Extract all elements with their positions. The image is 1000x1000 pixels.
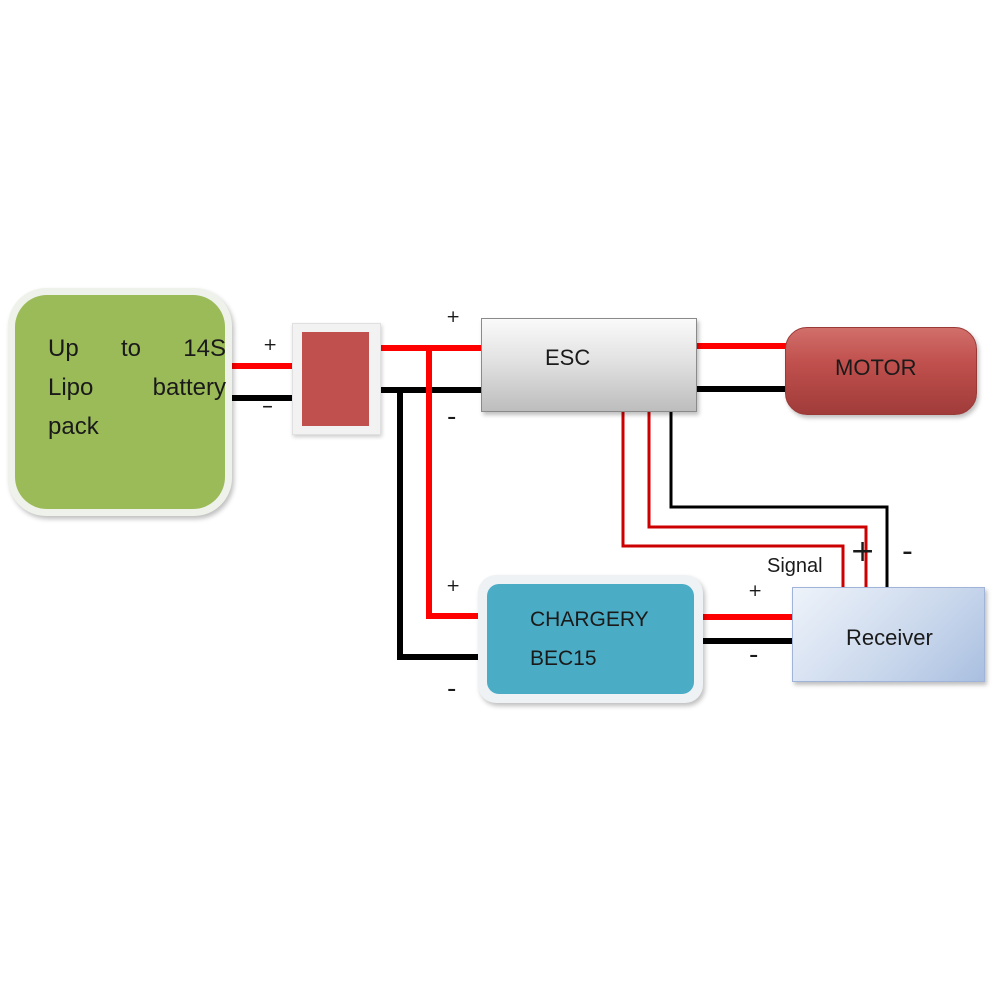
esc-ground-wire <box>669 412 889 590</box>
esc-signal-wire-1 <box>621 412 845 590</box>
signal-plus-label: + <box>850 534 876 569</box>
esc-block <box>481 318 697 412</box>
bec-plus-label: + <box>446 576 461 596</box>
battery-block: Up to 14S Lipo battery pack <box>8 288 232 516</box>
receiver-plus-label: + <box>748 581 763 601</box>
motor-block <box>785 327 977 415</box>
battery-body: Up to 14S Lipo battery pack <box>15 295 226 509</box>
bec-negative-wire <box>397 390 488 660</box>
bec-minus-label: - <box>447 674 457 704</box>
connector-body <box>302 332 369 426</box>
signal-label: Signal <box>767 555 823 577</box>
battery-plus-label: + <box>263 335 278 355</box>
esc-plus-label: + <box>446 307 461 327</box>
bec-body <box>487 584 694 694</box>
bec-positive-wire <box>426 348 488 619</box>
bec-label-line-2: BEC15 <box>530 647 597 670</box>
receiver-minus-label: - <box>749 640 759 670</box>
esc-signal-wire-2 <box>647 412 868 590</box>
signal-minus-label: - <box>902 534 913 569</box>
battery-label-line-1: Up to 14S <box>48 335 226 362</box>
esc-label: ESC <box>545 345 591 370</box>
bec-label-line-1: CHARGERY <box>530 608 649 631</box>
receiver-block <box>792 587 985 682</box>
battery-label-line-2: Lipo battery <box>48 374 226 401</box>
connector-block <box>292 323 381 435</box>
motor-label: MOTOR <box>835 355 917 380</box>
bec-block <box>478 575 703 703</box>
battery-label-line-3: pack <box>48 413 99 440</box>
battery-minus-label: – <box>262 394 273 419</box>
esc-minus-label: - <box>447 402 457 432</box>
receiver-label: Receiver <box>846 625 933 650</box>
